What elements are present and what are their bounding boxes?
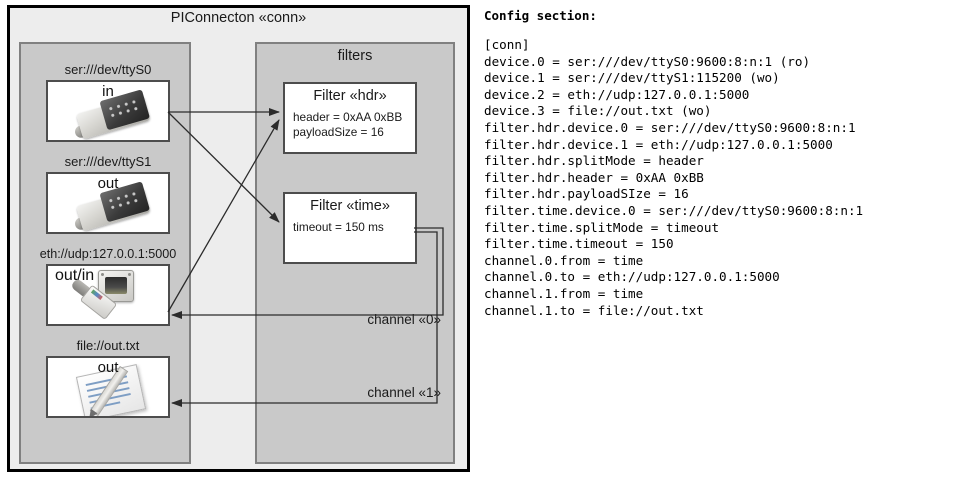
filter-title: Filter «time» (310, 198, 390, 214)
filter-property: timeout = 150 ms (293, 220, 384, 234)
device-item-file[interactable]: file://out.txt out (46, 338, 170, 418)
device-label: eth://udp:127.0.0.1:5000 (39, 247, 177, 261)
devices-panel: ser:///dev/ttyS0 in ser:///dev/ttyS1 out (19, 42, 191, 464)
device-direction: out/in (55, 267, 95, 284)
config-text: [conn] device.0 = ser:///dev/ttyS0:9600:… (484, 37, 864, 318)
device-box[interactable]: in (46, 80, 170, 142)
channel-label-0: channel «0» (367, 312, 441, 327)
device-item-ttyS1[interactable]: ser:///dev/ttyS1 out (46, 154, 170, 234)
filter-title: Filter «hdr» (313, 88, 387, 104)
filters-panel-title: filters (337, 48, 373, 64)
filters-panel: filters Filter «hdr» header = 0xAA 0xBB … (255, 42, 455, 464)
filter-property: header = 0xAA 0xBB (293, 110, 403, 124)
component-title: PIConnecton «conn» (170, 10, 307, 26)
device-label: ser:///dev/ttyS1 (64, 154, 152, 169)
device-item-ttyS0[interactable]: ser:///dev/ttyS0 in (46, 62, 170, 142)
filter-box-hdr[interactable]: Filter «hdr» header = 0xAA 0xBB payloadS… (283, 82, 417, 154)
device-label: ser:///dev/ttyS0 (64, 62, 152, 77)
filter-properties: header = 0xAA 0xBB payloadSize = 16 (293, 110, 415, 139)
device-box[interactable]: out (46, 172, 170, 234)
device-direction: in (102, 83, 114, 100)
filter-properties: timeout = 150 ms (293, 220, 415, 235)
config-section: Config section: [conn] device.0 = ser://… (484, 8, 954, 319)
channel-label-1: channel «1» (367, 385, 441, 400)
device-direction: out (97, 359, 119, 376)
filter-property: payloadSize = 16 (293, 124, 384, 139)
device-item-eth[interactable]: eth://udp:127.0.0.1:5000 out/in (40, 246, 176, 326)
device-box[interactable]: out (46, 356, 170, 418)
config-heading: Config section: (484, 8, 597, 23)
device-direction: out (97, 175, 119, 192)
device-box[interactable]: out/in (46, 264, 170, 326)
filter-box-time[interactable]: Filter «time» timeout = 150 ms (283, 192, 417, 264)
device-label: file://out.txt (76, 338, 140, 353)
